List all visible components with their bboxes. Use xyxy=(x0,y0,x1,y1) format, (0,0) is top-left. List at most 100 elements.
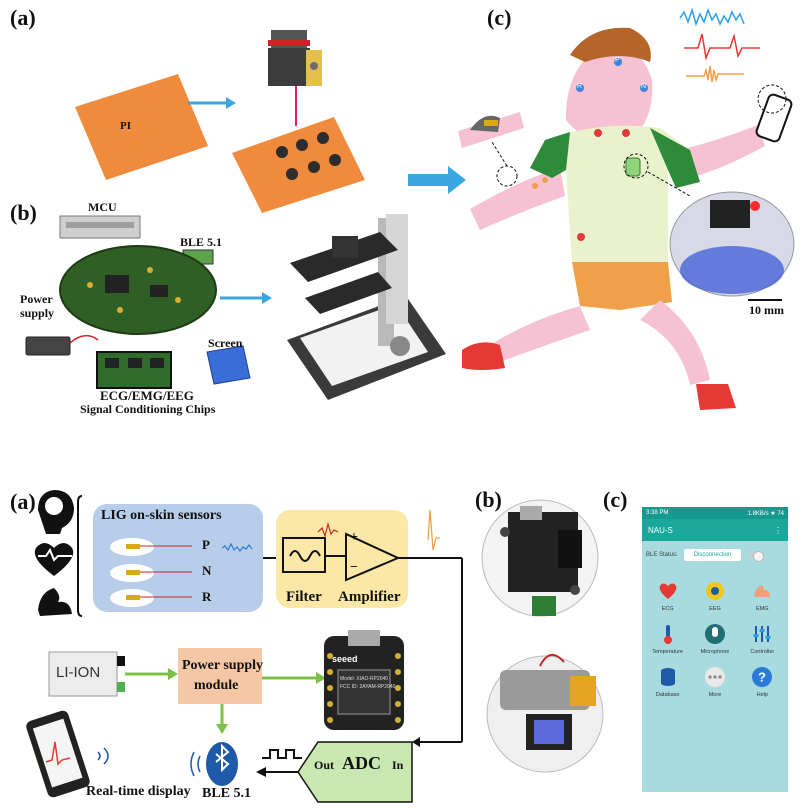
sliders-icon xyxy=(753,626,771,642)
status-indicators: 1.8KB/s ★ 74 xyxy=(747,510,784,517)
app-toolbar: NAU-S ⋮ xyxy=(642,519,788,541)
disconnection-button[interactable]: Disconnection xyxy=(683,549,742,561)
filter-amplifier-box xyxy=(276,510,408,608)
tile-label: ECG xyxy=(661,606,674,612)
pcb-chip xyxy=(105,275,129,293)
tile-ecg[interactable]: ECG xyxy=(644,579,691,612)
database-icon xyxy=(660,668,675,686)
power-module-label-1: Power supply xyxy=(182,658,264,673)
electrode-n: N xyxy=(641,83,647,90)
app-screen: 3:38 PM 1.8KB/s ★ 74 NAU-S ⋮ BLE Status:… xyxy=(642,507,788,792)
electrode-p: P xyxy=(615,57,620,64)
filter-label: Filter xyxy=(286,589,322,605)
help-icon: ? xyxy=(752,667,773,687)
board-model: Model: XIAO-RP2040 xyxy=(340,676,389,682)
eeg-waveform xyxy=(679,7,745,27)
ble-label: BLE 5.1 xyxy=(180,235,223,249)
tile-database[interactable]: Database xyxy=(644,665,691,698)
sensor-n-label: N xyxy=(202,563,212,578)
heart-icon xyxy=(659,583,676,599)
tile-microphone[interactable]: Microphone xyxy=(691,622,738,655)
li-ion-battery xyxy=(48,651,118,697)
tile-label: Help xyxy=(756,692,768,698)
smartphone-icon xyxy=(755,93,793,143)
top-figure xyxy=(25,7,795,410)
power-module-label-2: module xyxy=(194,678,239,693)
laser-head xyxy=(268,30,322,126)
device-photo-bottom xyxy=(486,654,604,773)
ble-toggle[interactable] xyxy=(749,550,765,562)
screen-label: Screen xyxy=(208,336,243,350)
device-photo-top xyxy=(481,499,599,617)
tile-help[interactable]: ? Help xyxy=(739,665,786,698)
thermometer-icon xyxy=(663,625,672,644)
signal-conditioning-chips xyxy=(96,351,172,389)
tile-eeg[interactable]: EEG xyxy=(691,579,738,612)
device-board xyxy=(710,200,750,228)
patterned-pi-film xyxy=(232,117,365,213)
amp-minus: − xyxy=(350,560,358,575)
tile-label: More xyxy=(708,692,722,698)
sensor-box xyxy=(93,504,263,612)
emg-waveform xyxy=(686,65,744,83)
tile-label: EEG xyxy=(709,606,721,612)
overflow-menu-icon[interactable]: ⋮ xyxy=(774,525,782,535)
status-bar: 3:38 PM 1.8KB/s ★ 74 xyxy=(642,507,788,519)
heart-pulse-icon xyxy=(34,543,74,576)
sensor-r-label: R xyxy=(202,589,212,604)
brain-head-icon xyxy=(38,490,74,534)
sensors-title: LIG on-skin sensors xyxy=(101,508,222,523)
pi-film xyxy=(75,74,208,180)
3d-printer xyxy=(287,214,446,400)
more-icon xyxy=(704,667,725,687)
chips-label-1: ECG/EMG/EEG xyxy=(100,388,194,403)
person-illustration xyxy=(462,27,765,410)
amplified-signal-waveform xyxy=(427,509,440,551)
microphone-icon xyxy=(704,624,725,644)
bottom-panel-label-a: (a) xyxy=(10,489,36,514)
app-title: NAU-S xyxy=(648,525,673,535)
sensor-electrodes xyxy=(110,538,192,607)
chips-label-2: Signal Conditioning Chips xyxy=(80,402,216,416)
muscle-icon xyxy=(754,585,771,597)
adc-in-label: In xyxy=(392,758,404,772)
tile-label: Database xyxy=(655,692,680,698)
brain-icon xyxy=(705,582,724,600)
tile-label: Temperature xyxy=(652,649,684,655)
adc-block xyxy=(297,741,413,803)
mcu-chip xyxy=(59,215,141,239)
bottom-panel-label-c: (c) xyxy=(603,487,628,512)
feature-grid: ECG EEG EMG Temperature Microphone Controller… xyxy=(642,561,788,698)
tile-label: Controller xyxy=(750,649,775,655)
arrow-adc-to-ble xyxy=(256,767,266,777)
digital-signal-icon xyxy=(262,749,302,759)
ble-status-label: BLE Status: xyxy=(646,552,678,558)
amp-plus: + xyxy=(350,530,358,545)
ble-status-row: BLE Status: Disconnection xyxy=(642,541,788,562)
amplifier-label: Amplifier xyxy=(338,589,401,605)
adc-label: ADC xyxy=(342,753,381,773)
realtime-display-label: Real-time display xyxy=(86,784,191,799)
lig-electrode-pattern xyxy=(276,132,341,180)
tile-more[interactable]: More xyxy=(691,665,738,698)
pi-label: PI xyxy=(120,120,131,132)
amplifier-triangle xyxy=(345,532,401,582)
scale-bar-label: 10 mm xyxy=(749,303,784,317)
ecg-waveform xyxy=(684,33,760,61)
top-panel-label-a: (a) xyxy=(10,5,36,30)
tile-emg[interactable]: EMG xyxy=(739,579,786,612)
main-pcb xyxy=(59,245,217,335)
tile-temperature[interactable]: Temperature xyxy=(644,622,691,655)
tile-controller[interactable]: Controller xyxy=(739,622,786,655)
power-label-2: supply xyxy=(20,306,55,320)
raw-signal-waveform xyxy=(221,542,253,552)
board-brand: seeed xyxy=(332,654,358,664)
bottom-panel-label-b: (b) xyxy=(475,487,502,512)
tile-label: EMG xyxy=(756,606,769,612)
power-label-1: Power xyxy=(20,292,53,306)
battery xyxy=(25,336,71,356)
screen-module xyxy=(206,345,251,385)
electrode-r: R xyxy=(577,83,583,90)
tile-label: Microphone xyxy=(700,649,730,655)
arrow-to-wearable xyxy=(408,166,466,194)
